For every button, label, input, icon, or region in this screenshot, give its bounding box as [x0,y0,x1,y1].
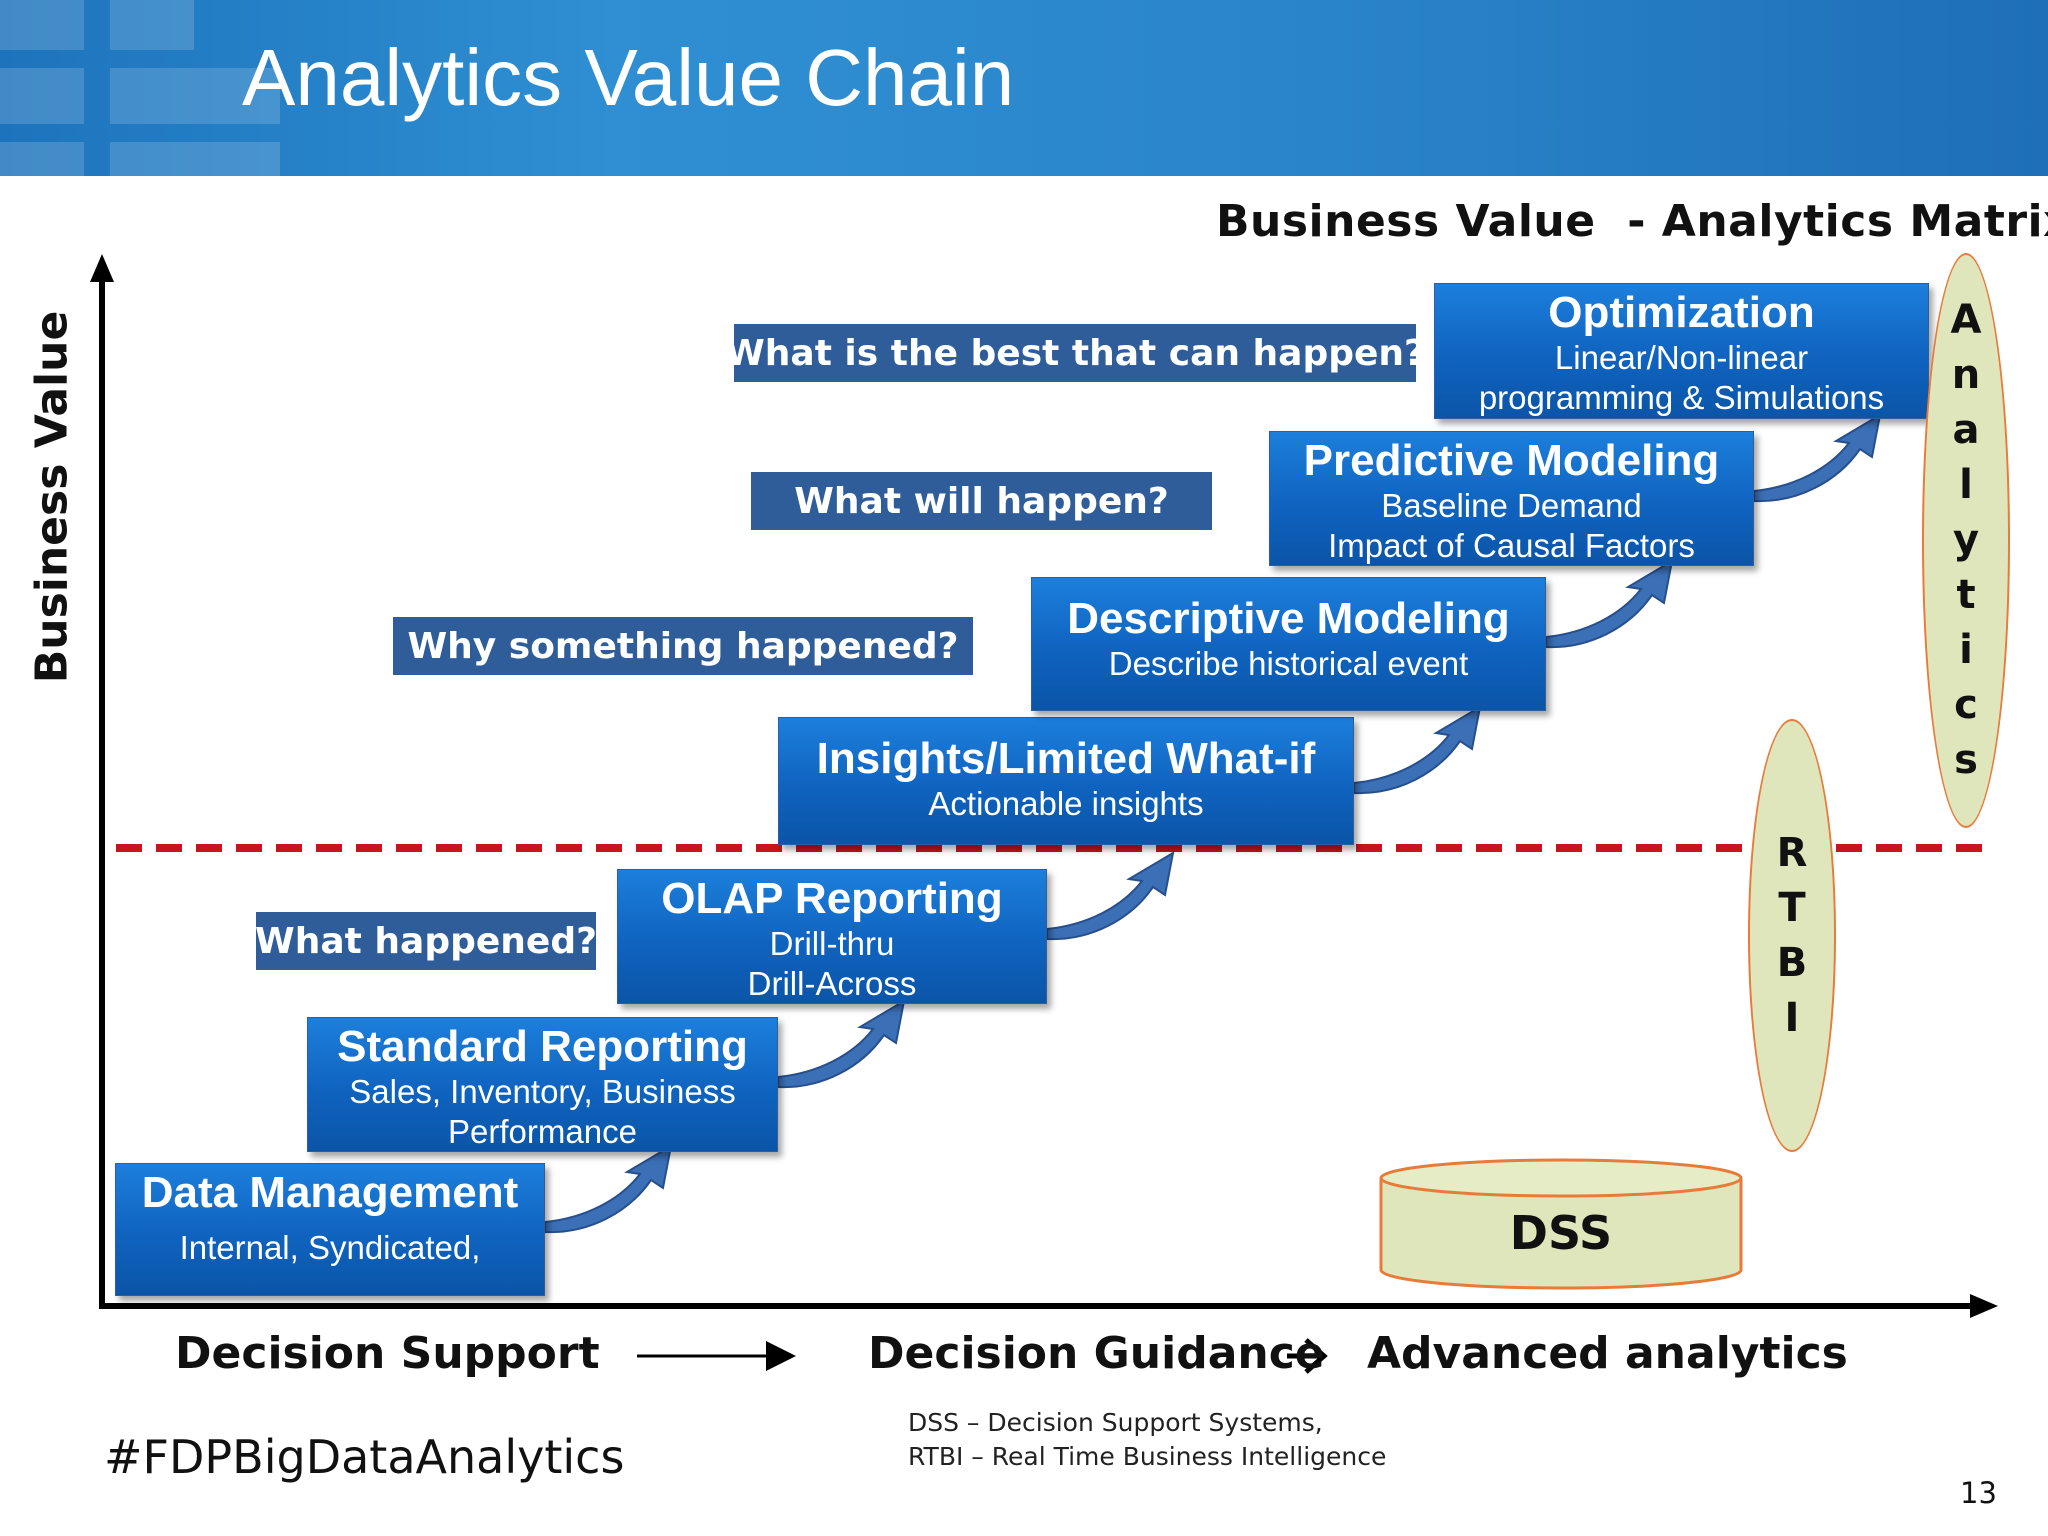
stage-insights-what-if: Insights/Limited What-if Actionable insi… [778,717,1354,845]
question-what-happened: What happened? [255,912,597,970]
footnote-rtbi: RTBI – Real Time Business Intelligence [908,1442,1387,1471]
decision-guidance-arrow [1287,1338,1328,1374]
stage-optimization: Optimization Linear/Non-linear programmi… [1434,283,1929,419]
stage-standard-reporting: Standard Reporting Sales, Inventory, Bus… [307,1017,778,1152]
slide-header: Analytics Value Chain [0,0,2048,176]
stage-olap-reporting: OLAP Reporting Drill-thru Drill-Across [617,869,1047,1004]
footnote-dss: DSS – Decision Support Systems, [908,1408,1323,1437]
connector-arrow-2 [777,999,906,1089]
dss-cylinder [1379,1158,1743,1290]
stage-descriptive-modeling: Descriptive Modeling Describe historical… [1031,577,1546,711]
analytics-oval: A n a l y t i c s [1922,253,2010,828]
question-why-happened: Why something happened? [393,617,973,675]
x-axis-arrowhead [1970,1294,1998,1318]
connector-arrow-1 [544,1144,673,1234]
rtbi-oval: R T B I [1748,719,1836,1152]
connector-arrows [544,413,1882,1234]
stage-predictive-modeling: Predictive Modeling Baseline Demand Impa… [1269,431,1754,566]
matrix-title: Business Value - Analytics Matrix [1216,196,2048,247]
hashtag: #FDPBigDataAnalytics [104,1430,625,1484]
stage-data-management: Data Management Internal, Syndicated, [115,1163,545,1296]
x-label-decision-support: Decision Support [175,1328,600,1379]
question-what-will-happen: What will happen? [751,472,1212,530]
connector-arrow-4 [1353,705,1482,795]
slide-title: Analytics Value Chain [242,33,1015,122]
dss-label: DSS [1509,1206,1613,1260]
x-label-decision-guidance: Decision Guidance [868,1328,1325,1379]
connector-arrow-3 [1046,851,1175,941]
y-axis-arrowhead [90,254,114,282]
connector-arrow-6 [1753,413,1882,503]
page-number: 13 [1960,1476,1997,1510]
x-label-advanced-analytics: Advanced analytics [1367,1328,1848,1379]
connector-arrow-5 [1545,559,1674,649]
question-best-can-happen: What is the best that can happen? [725,324,1425,382]
